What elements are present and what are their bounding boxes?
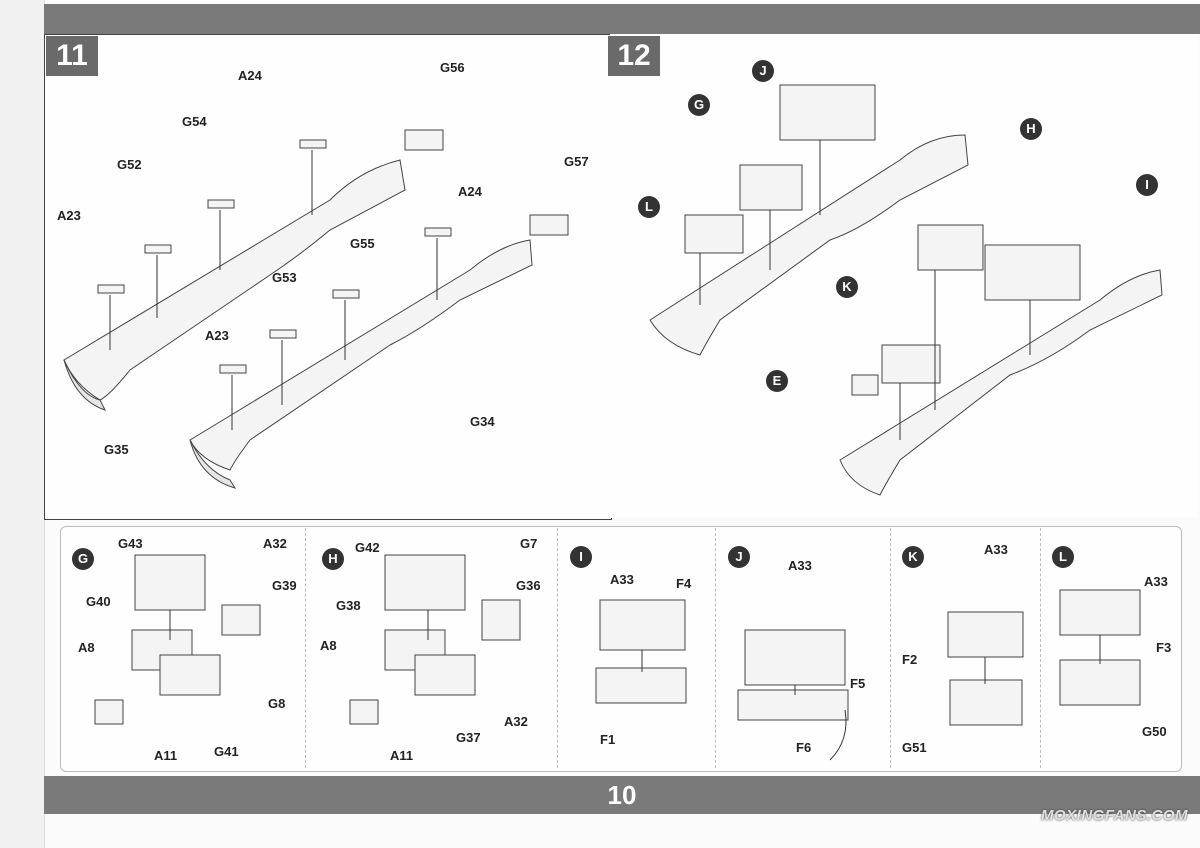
part-label: G8 <box>268 696 286 711</box>
part-label: A24 <box>238 68 262 83</box>
part-label: A32 <box>504 714 528 729</box>
callout-marker: K <box>836 276 858 298</box>
part-label: G37 <box>456 730 481 745</box>
part-label: G35 <box>104 442 129 457</box>
part-label: G42 <box>355 540 380 555</box>
substep-marker: L <box>1052 546 1074 568</box>
part-label: G34 <box>470 414 495 429</box>
part-label: F6 <box>796 740 812 755</box>
watermark-text: MOXINGFANS.COM <box>1040 807 1188 824</box>
part-label: A11 <box>390 748 414 763</box>
part-label: G7 <box>520 536 538 551</box>
part-label: F5 <box>850 676 866 691</box>
part-label: G51 <box>902 740 927 755</box>
callout-marker: L <box>638 196 660 218</box>
callout-marker: G <box>688 94 710 116</box>
divider <box>305 528 306 768</box>
part-label: G56 <box>440 60 465 75</box>
part-label: A32 <box>263 536 287 551</box>
divider <box>890 528 891 768</box>
part-label: F4 <box>676 576 692 591</box>
callout-marker: J <box>752 60 774 82</box>
divider <box>1040 528 1041 768</box>
part-label: F2 <box>902 652 918 667</box>
part-label: G50 <box>1142 724 1167 739</box>
substep-marker: K <box>902 546 924 568</box>
part-label: A33 <box>1144 574 1168 589</box>
step-11-number: 11 <box>46 36 98 76</box>
part-label: A33 <box>788 558 812 573</box>
part-label: F1 <box>600 732 616 747</box>
part-label: G38 <box>336 598 361 613</box>
page-number: 10 <box>607 780 637 810</box>
part-label: G41 <box>214 744 239 759</box>
part-label: A8 <box>320 638 337 653</box>
part-label: G52 <box>117 157 142 172</box>
part-label: A11 <box>154 748 178 763</box>
substep-marker: J <box>728 546 750 568</box>
part-label: G43 <box>118 536 143 551</box>
substep-marker: G <box>72 548 94 570</box>
step-11-panel <box>44 34 612 520</box>
part-label: A33 <box>610 572 634 587</box>
part-label: G57 <box>564 154 589 169</box>
part-label: A33 <box>984 542 1008 557</box>
part-label: G39 <box>272 578 297 593</box>
part-label: A23 <box>205 328 229 343</box>
part-label: A23 <box>57 208 81 223</box>
part-label: G54 <box>182 114 207 129</box>
part-label: F3 <box>1156 640 1172 655</box>
part-label: G40 <box>86 594 111 609</box>
footer-bar: 10 <box>44 776 1200 814</box>
part-label: G36 <box>516 578 541 593</box>
header-bar <box>44 4 1200 34</box>
divider <box>557 528 558 768</box>
part-label: G53 <box>272 270 297 285</box>
part-label: A24 <box>458 184 482 199</box>
callout-marker: E <box>766 370 788 392</box>
callout-marker: H <box>1020 118 1042 140</box>
divider <box>715 528 716 768</box>
callout-marker: I <box>1136 174 1158 196</box>
substep-marker: H <box>322 548 344 570</box>
part-label: A8 <box>78 640 95 655</box>
substep-marker: I <box>570 546 592 568</box>
part-label: G55 <box>350 236 375 251</box>
step-12-number: 12 <box>608 36 660 76</box>
